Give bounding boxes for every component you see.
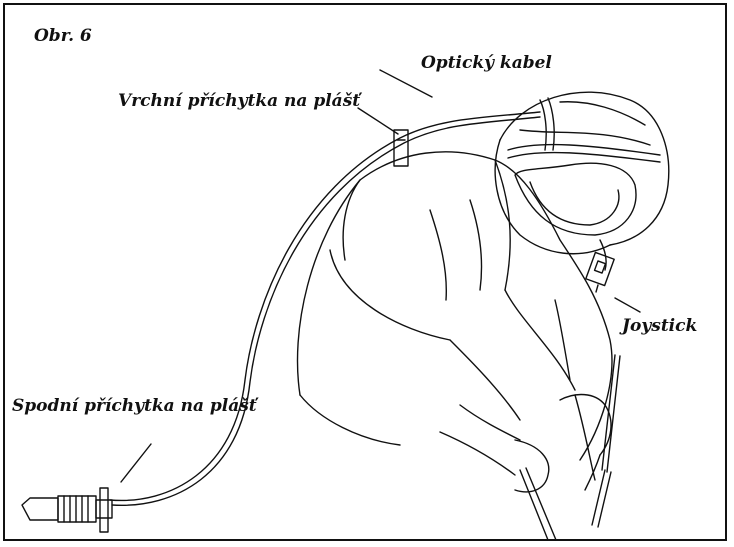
joystick <box>586 252 614 292</box>
label-joystick: Joystick <box>622 318 697 335</box>
lower-clip <box>100 488 108 532</box>
cable-connector <box>22 488 112 532</box>
figure-title: Obr. 6 <box>34 28 92 45</box>
leader-lower-clip <box>121 444 151 482</box>
left-hand <box>440 405 556 540</box>
leader-optical-cable <box>380 70 432 97</box>
label-optical-cable: Optický kabel <box>421 55 552 72</box>
leader-joystick <box>615 298 640 312</box>
label-upper-clip: Vrchní příchytka na plášť <box>118 93 360 110</box>
label-lower-clip: Spodní příchytka na plášť <box>12 398 257 415</box>
surgeon-head <box>495 92 669 254</box>
optical-cable <box>110 112 540 505</box>
leader-upper-clip <box>358 108 398 134</box>
surgeon-gown <box>298 152 612 460</box>
headset <box>508 98 660 270</box>
